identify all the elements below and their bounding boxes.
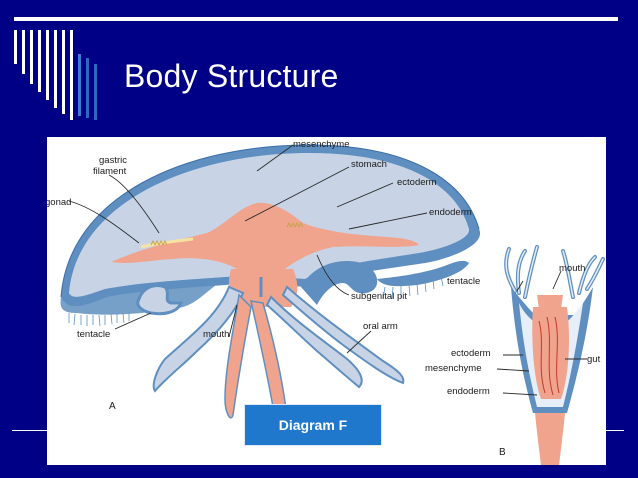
bell-outline <box>60 144 480 298</box>
oral-arm-left <box>152 285 245 393</box>
label-endoderm-b: endoderm <box>447 386 490 397</box>
medusa-figure <box>60 144 481 424</box>
subgenital-pit-right <box>301 261 378 305</box>
diagram-labels: mesenchyme gastric filament stomach ecto… <box>47 139 601 458</box>
oral-arm-center-left <box>224 293 252 419</box>
slide-title: Body Structure <box>124 58 339 94</box>
label-figure-b: B <box>499 447 506 458</box>
oral-arm-right <box>265 295 363 389</box>
gonad <box>140 237 194 249</box>
label-endoderm-a: endoderm <box>429 207 472 218</box>
label-stomach: stomach <box>351 159 387 170</box>
label-subgenital-pit: subgenital pit <box>351 291 407 302</box>
label-mesenchyme-a: mesenchyme <box>293 139 350 150</box>
label-figure-a: A <box>109 401 116 412</box>
tentacle-fringe-right <box>382 275 444 300</box>
label-tentacle-a: tentacle <box>77 329 110 340</box>
label-tentacle-b: tentacle <box>447 276 480 287</box>
label-mesenchyme-b: mesenchyme <box>425 363 482 374</box>
leader-lines <box>68 144 587 396</box>
tentacle-fringe-left <box>68 312 130 327</box>
top-rule <box>14 17 618 21</box>
label-gastric: gastric <box>99 155 127 166</box>
label-filament: filament <box>93 166 127 177</box>
label-oral-arm: oral arm <box>363 321 398 332</box>
stomach-endoderm <box>111 202 419 269</box>
label-gonad: gonad <box>47 197 71 208</box>
label-ectoderm-a: ectoderm <box>397 177 437 188</box>
diagram-panel: mesenchyme gastric filament stomach ecto… <box>47 137 606 465</box>
diagram-caption: Diagram F <box>278 417 348 433</box>
polyp-tentacle-cores <box>505 246 604 298</box>
gastric-filaments <box>150 221 304 247</box>
manubrium <box>229 269 298 307</box>
oral-arm-long <box>281 285 405 385</box>
polyp-tentacles <box>504 245 605 299</box>
jellyfish-diagram: mesenchyme gastric filament stomach ecto… <box>47 139 605 465</box>
gut-folds <box>538 316 560 396</box>
polyp-figure <box>504 245 605 465</box>
caption-box: Diagram F <box>244 404 382 446</box>
polyp-mouth <box>537 295 563 309</box>
label-ectoderm-b: ectoderm <box>451 348 491 359</box>
subgenital-pit-left <box>136 284 184 316</box>
polyp-stalk <box>535 413 565 465</box>
label-mouth-a: mouth <box>203 329 229 340</box>
label-mouth-b: mouth <box>559 263 585 274</box>
label-gut: gut <box>587 354 601 365</box>
bell-margin-right <box>377 260 469 287</box>
